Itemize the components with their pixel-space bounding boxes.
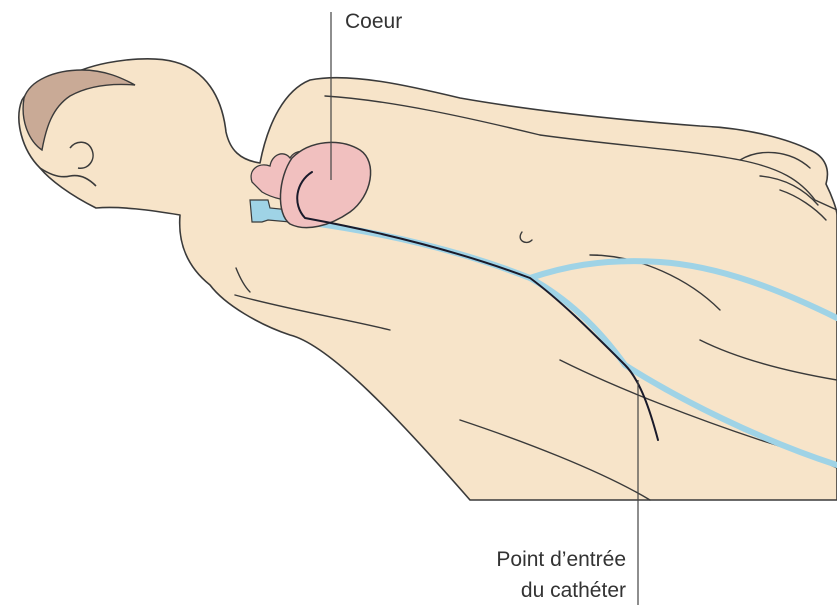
label-entry-line1: Point d’entrée — [496, 548, 626, 571]
body-silhouette — [19, 59, 837, 500]
label-entry-line2: du cathéter — [521, 579, 626, 602]
label-heart: Coeur — [345, 10, 402, 33]
